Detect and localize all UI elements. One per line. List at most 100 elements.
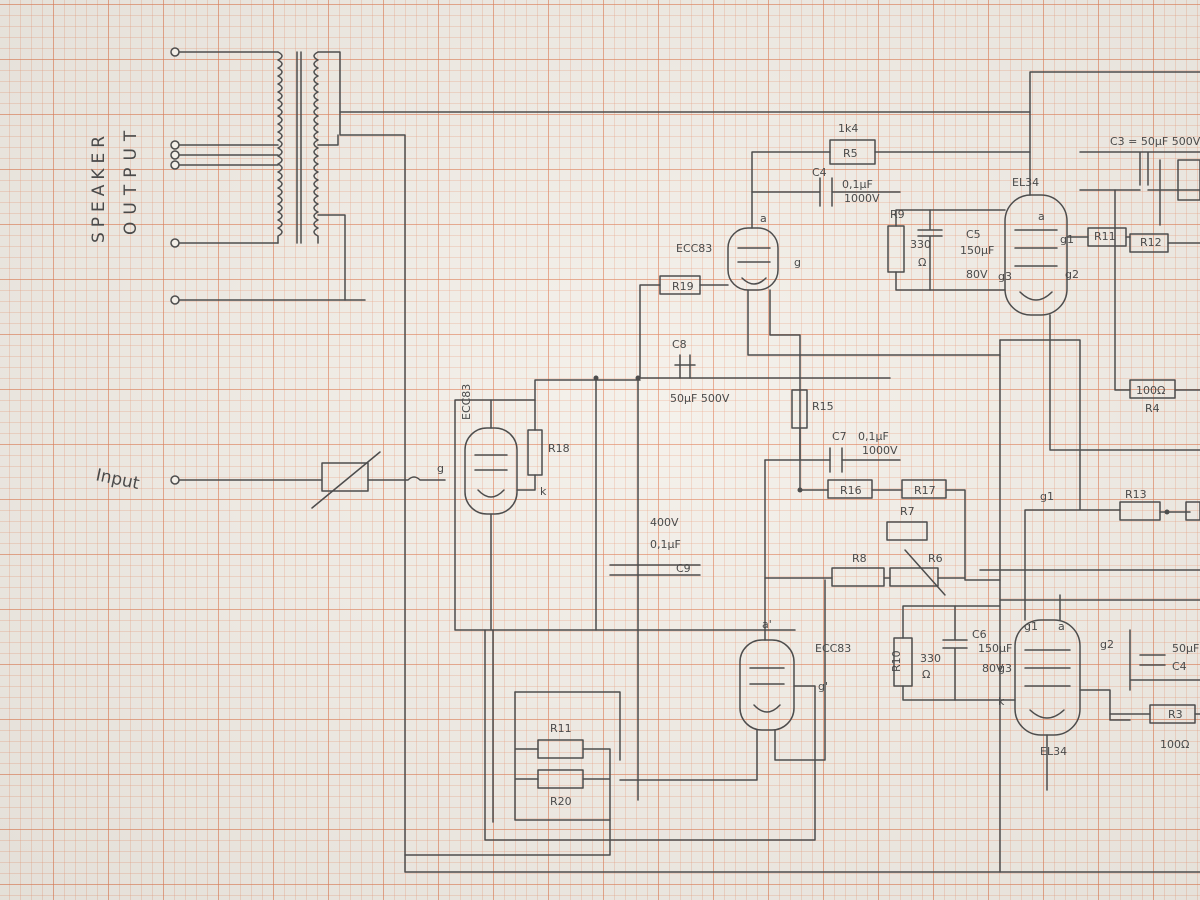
resistor-r18 (527, 429, 543, 476)
speaker-output-block: SPEAKER OUTPUT (89, 47, 1200, 873)
resistor-r7 (886, 521, 928, 541)
c7-label: C7 (832, 430, 847, 443)
pin-a: a (1038, 210, 1045, 223)
r12-el34-label: R12 (1140, 236, 1162, 249)
c6-volt: 80V (982, 662, 1004, 675)
c6-value: 150μF (978, 642, 1012, 655)
r-bottom-value: 330 (920, 652, 941, 665)
speaker-terminal (170, 140, 180, 150)
c5-label: C5 (966, 228, 981, 241)
tube-v2-label: ECC83 (676, 242, 712, 255)
c8-value: 50μF 500V (670, 392, 730, 405)
r6-label: R6 (928, 552, 943, 565)
transformer-secondary (277, 51, 283, 244)
r5-label: R5 (843, 147, 858, 160)
c5-value: 150μF (960, 244, 994, 257)
c-top-value: 0,1μF (842, 178, 873, 191)
speaker-terminal (170, 238, 180, 248)
r15-label: R15 (812, 400, 834, 413)
r4-value: 100Ω (1136, 384, 1165, 397)
r4-label: R4 (1145, 402, 1160, 415)
tube-v5-label: EL34 (1040, 745, 1067, 758)
r11-el34-label: R11 (1094, 230, 1116, 243)
tube-v1-label: ECC83 (460, 384, 473, 420)
resistor-r16 (827, 479, 873, 499)
pin-g-prime: g' (818, 680, 828, 693)
pin-g1: g1 (1060, 233, 1074, 246)
pin-a: a (1058, 620, 1065, 633)
r3-value: 100Ω (1160, 738, 1189, 751)
r19-label: R19 (672, 280, 694, 293)
input-terminal (170, 475, 180, 485)
r7-label: R7 (900, 505, 915, 518)
speaker-terminal (170, 47, 180, 57)
c9-value: 0,1μF (650, 538, 681, 551)
speaker-terminal (170, 160, 180, 170)
r8-label: R8 (852, 552, 867, 565)
resistor-r17 (901, 479, 947, 499)
transformer-primary (313, 51, 319, 244)
resistor-r13 (1119, 501, 1161, 521)
pin-g: g (437, 462, 444, 475)
c6-label: C6 (972, 628, 987, 641)
resistor-r8 (831, 567, 885, 587)
speaker-label: SPEAKER (89, 131, 109, 243)
resistor-r6 (889, 567, 939, 587)
tube-v4 (1004, 194, 1068, 316)
driver-stage-bottom: ECC83 a' g' R11 R20 (404, 579, 851, 856)
c7-value: 0,1μF (858, 430, 889, 443)
r16-label: R16 (840, 484, 862, 497)
input-potentiometer (321, 462, 369, 492)
tube-v4-label: EL34 (1012, 176, 1039, 189)
r-bottom-unit: Ω (922, 668, 930, 681)
resistor-r4 (1129, 379, 1176, 399)
resistor-r2 (1177, 159, 1200, 201)
c4-value: 50μF (1172, 642, 1199, 655)
r11-label: R11 (550, 722, 572, 735)
r18-label: R18 (548, 442, 570, 455)
pin-g1: g1 (1024, 620, 1038, 633)
pin-k: k (998, 695, 1005, 708)
r17-label: R17 (914, 484, 936, 497)
tube-v3-label: ECC83 (815, 642, 851, 655)
pin-g2: g2 (1100, 638, 1114, 651)
c3-label: C3 = 50μF 500V (1110, 135, 1200, 148)
r9-unit: Ω (918, 256, 926, 269)
c9-volt: 400V (650, 516, 679, 529)
r9-label: R9 (890, 208, 905, 221)
input-label: Input (94, 465, 142, 494)
pin-g3: g3 (998, 662, 1012, 675)
resistor-r9 (887, 225, 905, 273)
input-stage: Input ECC83 g k R18 (94, 375, 891, 801)
c-top-label: C4 (812, 166, 827, 179)
speaker-terminal (170, 295, 180, 305)
c4-label: C4 (1172, 660, 1187, 673)
r5-value: 1k4 (838, 122, 858, 135)
tube-v1 (464, 427, 518, 515)
r9-value: 330 (910, 238, 931, 251)
c7-volt: 1000V (862, 444, 898, 457)
power-stage-bottom: EL34 g1 a g2 g3 k g1 R13 R10 330 Ω C6 15… (890, 339, 1200, 873)
resistor-r20 (537, 769, 584, 789)
c5-volt: 80V (966, 268, 988, 281)
pin-a: a (760, 212, 767, 225)
r13-label: R13 (1125, 488, 1147, 501)
pin-g3: g3 (998, 270, 1012, 283)
c9-label: C9 (676, 562, 691, 575)
pin-g: g (794, 256, 801, 269)
tube-v2 (727, 227, 779, 291)
phase-inverter-network: R15 C7 0,1μF 1000V R16 R17 R7 R8 R6 400V… (609, 389, 1001, 641)
output-label: OUTPUT (121, 124, 141, 235)
driver-stage-top: ECC83 a g R5 1k4 0,1μF 1000V C4 R19 C8 5… (639, 122, 1031, 461)
pin-k: k (540, 485, 547, 498)
r3-label: R3 (1168, 708, 1183, 721)
speaker-terminal (170, 150, 180, 160)
c8-label: C8 (672, 338, 687, 351)
pin-g2: g2 (1065, 268, 1079, 281)
resistor-r5 (829, 139, 876, 165)
r10-label: R10 (890, 650, 903, 672)
pin-a-prime: a' (762, 618, 772, 631)
tube-v3 (739, 639, 795, 731)
